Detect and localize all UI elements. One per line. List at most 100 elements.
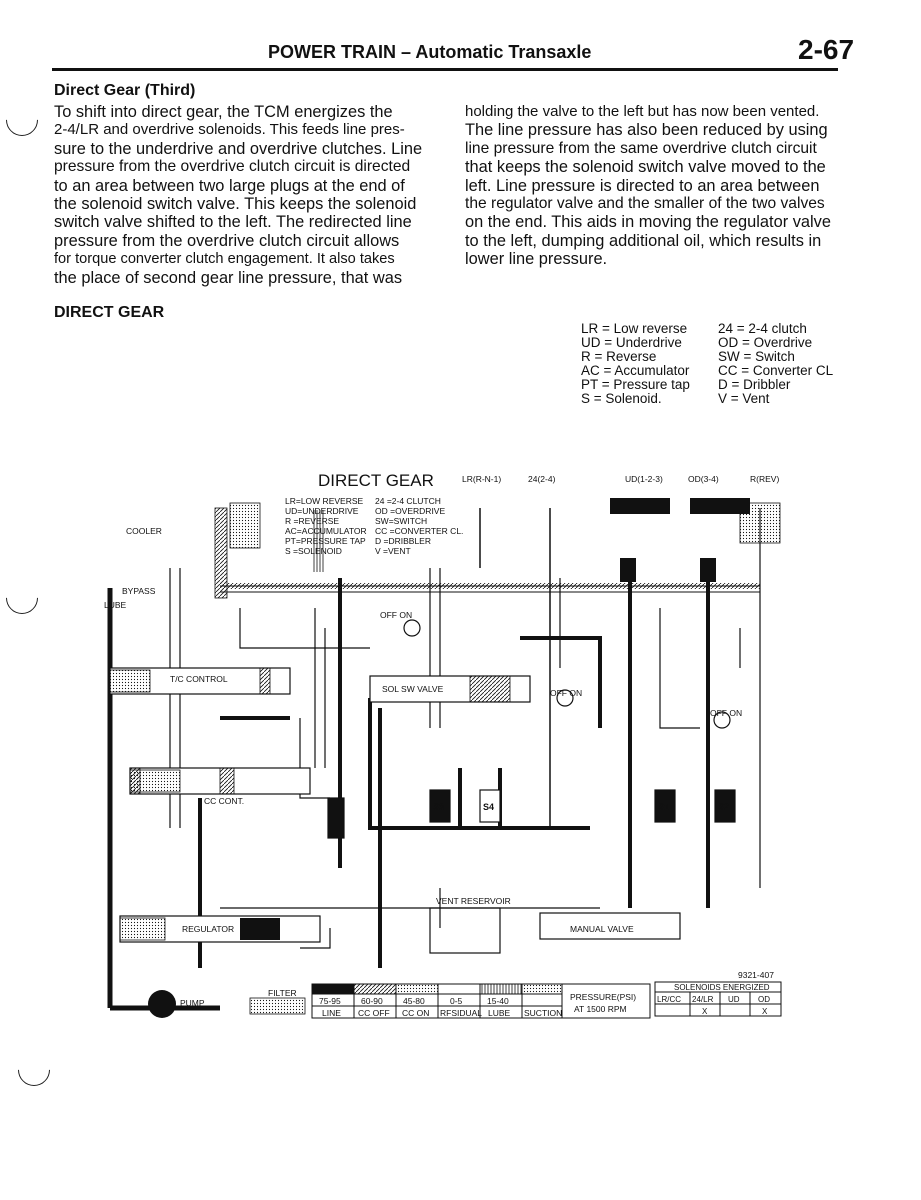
text-line: that keeps the solenoid switch valve mov…: [465, 158, 826, 177]
diagram-title: DIRECT GEAR: [318, 471, 434, 490]
valve-label: MANUAL VALVE: [570, 924, 634, 934]
solenoids-table-col: OD: [758, 995, 770, 1004]
text-line: for torque converter clutch engagement. …: [54, 251, 395, 268]
component-label: PUMP: [180, 998, 205, 1008]
diagram-key-entry: CC =CONVERTER CL.: [375, 526, 463, 536]
text-line: To shift into direct gear, the TCM energ…: [54, 103, 393, 121]
text-line: on the end. This aids in moving the regu…: [465, 213, 831, 232]
valve-label: REGULATOR: [182, 924, 234, 934]
text-line: pressure from the overdrive clutch circu…: [54, 158, 411, 176]
port-label: 24(2-4): [528, 474, 556, 484]
legend-entry: LR = Low reverse: [581, 321, 688, 336]
valve-label: CC CONT.: [204, 796, 244, 806]
text-line: holding the valve to the left but has no…: [465, 103, 820, 120]
manual-valve-body: [539, 912, 681, 940]
port-label: LR(R-N-1): [462, 474, 501, 484]
figure-title: DIRECT GEAR: [54, 304, 165, 321]
diagram-key-entry: R =REVERSE: [285, 516, 339, 526]
text-line: 2-4/LR and overdrive solenoids. This fee…: [54, 121, 405, 139]
valve-label: SOL SW VALVE: [382, 684, 444, 694]
legend-left: LR = Low reverse UD = Underdrive R = Rev…: [581, 322, 690, 406]
switch-label: OFF ON: [380, 610, 412, 620]
text-line: lower line pressure.: [465, 250, 608, 269]
legend-entry: AC = Accumulator: [581, 363, 690, 378]
pressure-range: 0-5: [450, 996, 463, 1006]
left-text-column: To shift into direct gear, the TCM energ…: [54, 103, 434, 287]
diagram-key-entry: AC=ACCUMULATOR: [285, 526, 367, 536]
pressure-caption: AT 1500 RPM: [574, 1004, 627, 1014]
pressure-range: 45-80: [403, 996, 425, 1006]
pressure-range: 75-95: [319, 996, 341, 1006]
text-line: sure to the underdrive and overdrive clu…: [54, 139, 423, 158]
legend-entry: PT = Pressure tap: [581, 377, 690, 392]
solenoid-s4-label: S4: [483, 802, 494, 812]
text-line: to the left, dumping additional oil, whi…: [465, 231, 822, 250]
port-label: OD(3-4): [688, 474, 719, 484]
component-label: BYPASS: [122, 586, 156, 596]
pressure-name: LINE: [322, 1008, 341, 1018]
pressure-range: 60-90: [361, 996, 383, 1006]
legend-entry: R = Reverse: [581, 349, 657, 364]
legend-entry: UD = Underdrive: [581, 335, 682, 350]
pressure-name: CC OFF: [358, 1008, 390, 1018]
solenoid-s2-label: S2: [718, 802, 729, 812]
header-rule: [52, 68, 838, 71]
text-line: to an area between two large plugs at th…: [54, 176, 405, 195]
solenoids-table-col: UD: [728, 995, 740, 1004]
legend-entry: 24 = 2-4 clutch: [718, 321, 807, 336]
diagram-key-entry: SW=SWITCH: [375, 516, 427, 526]
legend-entry: S = Solenoid.: [581, 391, 662, 406]
solenoids-table-mark: X: [762, 1007, 768, 1016]
binder-hole-mark: [11, 1047, 57, 1093]
text-line: the place of second gear line pressure, …: [54, 268, 403, 287]
hydraulic-schematic: S3 S4 S1 S2 DIRECT GEAR LR=LOW REVERSE U…: [104, 471, 782, 1019]
text-line: pressure from the overdrive clutch circu…: [54, 231, 400, 250]
component-label: VENT RESERVOIR: [436, 896, 511, 906]
legend-entry: SW = Switch: [718, 349, 795, 364]
binder-hole-mark: [0, 575, 45, 621]
right-text-column: holding the valve to the left but has no…: [465, 103, 840, 269]
text-line: The line pressure has also been reduced …: [465, 121, 828, 140]
port-label: R(REV): [750, 474, 779, 484]
diagram-key-entry: 24 =2-4 CLUTCH: [375, 496, 441, 506]
header-title: POWER TRAIN – Automatic Transaxle: [268, 42, 592, 62]
page-number: 2-67: [798, 34, 855, 65]
pressure-name: RFSIDUAL: [440, 1008, 482, 1018]
solenoids-table-title: SOLENOIDS ENERGIZED: [674, 983, 770, 992]
pressure-name: SUCTION: [524, 1008, 562, 1018]
binder-hole-mark: [0, 97, 45, 143]
component-label: COOLER: [126, 526, 162, 536]
pressure-range: 15-40: [487, 996, 509, 1006]
legend-entry: CC = Converter CL: [718, 363, 834, 378]
diagram-key-entry: UD=UNDERDRIVE: [285, 506, 359, 516]
text-line: the regulator valve and the smaller of t…: [465, 195, 825, 213]
text-line: left. Line pressure is directed to an ar…: [465, 176, 820, 195]
vent-reservoir-box: [429, 907, 501, 954]
text-line: the solenoid switch valve. This keeps th…: [54, 195, 417, 214]
pressure-name: CC ON: [402, 1008, 429, 1018]
switch-label: OFF ON: [710, 708, 742, 718]
component-label: LUBE: [104, 600, 127, 610]
text-line: line pressure from the same overdrive cl…: [465, 139, 817, 157]
solenoids-table-col: LR/CC: [657, 995, 681, 1004]
section-title: Direct Gear (Third): [54, 82, 196, 99]
pressure-key: [311, 983, 651, 1019]
solenoids-table-col: 24/LR: [692, 995, 714, 1004]
legend-entry: D = Dribbler: [718, 377, 791, 392]
diagram-key-entry: D =DRIBBLER: [375, 536, 431, 546]
solenoid-s1-label: S1: [658, 802, 669, 812]
switch-label: OFF ON: [550, 688, 582, 698]
pressure-caption: PRESSURE(PSI): [570, 992, 636, 1002]
port-label: UD(1-2-3): [625, 474, 663, 484]
diagram-key-entry: PT=PRESSURE TAP: [285, 536, 366, 546]
diagram-key-entry: OD =OVERDRIVE: [375, 506, 445, 516]
component-label: FILTER: [268, 988, 297, 998]
diagram-key-entry: V =VENT: [375, 546, 411, 556]
valve-label: T/C CONTROL: [170, 674, 228, 684]
diagram-key-entry: S =SOLENOID: [285, 546, 342, 556]
solenoids-energized-table: [654, 981, 782, 1017]
legend-right: 24 = 2-4 clutch OD = Overdrive SW = Swit…: [718, 322, 833, 406]
legend-entry: OD = Overdrive: [718, 335, 813, 350]
solenoids-table-mark: X: [702, 1007, 708, 1016]
solenoid-s3-label: S3: [433, 802, 444, 812]
